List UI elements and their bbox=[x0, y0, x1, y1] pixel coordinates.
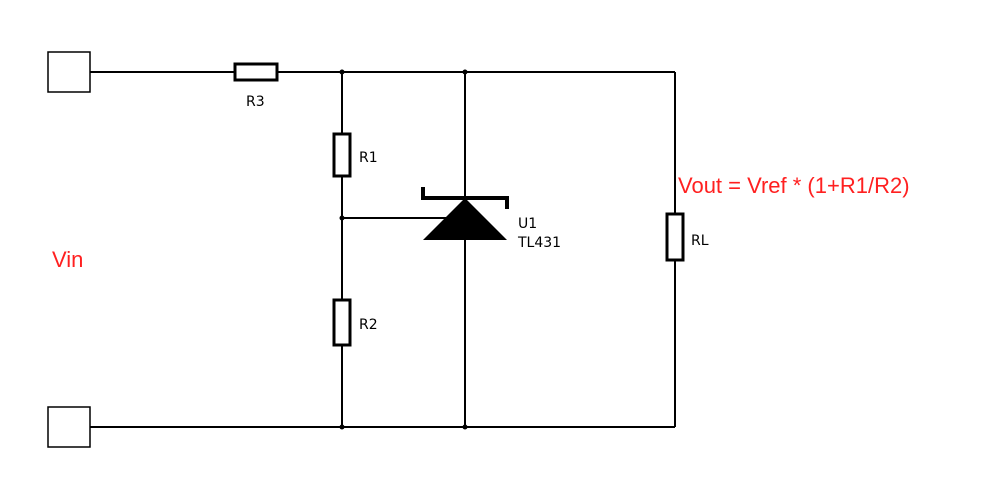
vout-formula: Vout = Vref * (1+R1/R2) bbox=[678, 173, 910, 198]
label-u1: U1 bbox=[518, 216, 537, 232]
vin-label: Vin bbox=[52, 247, 83, 272]
tl431-triangle bbox=[423, 198, 507, 240]
resistor-rl bbox=[665, 212, 685, 262]
resistor-r1 bbox=[332, 132, 352, 178]
label-r3: R3 bbox=[246, 94, 265, 110]
label-tl431: TL431 bbox=[517, 235, 561, 251]
tl431-cathode-bar bbox=[421, 187, 509, 209]
resistor-r3 bbox=[233, 62, 279, 82]
label-r1: R1 bbox=[359, 150, 378, 166]
junction-dot bbox=[462, 69, 468, 75]
input-terminal-bottom bbox=[47, 406, 91, 448]
junction-dot bbox=[462, 424, 468, 430]
junction-dot bbox=[339, 424, 345, 430]
resistor-r2 bbox=[332, 298, 352, 347]
label-rl: RL bbox=[691, 233, 709, 249]
junction-dot bbox=[339, 215, 345, 221]
input-terminal-top bbox=[47, 51, 91, 93]
label-r2: R2 bbox=[359, 317, 378, 333]
junction-dot bbox=[339, 69, 345, 75]
